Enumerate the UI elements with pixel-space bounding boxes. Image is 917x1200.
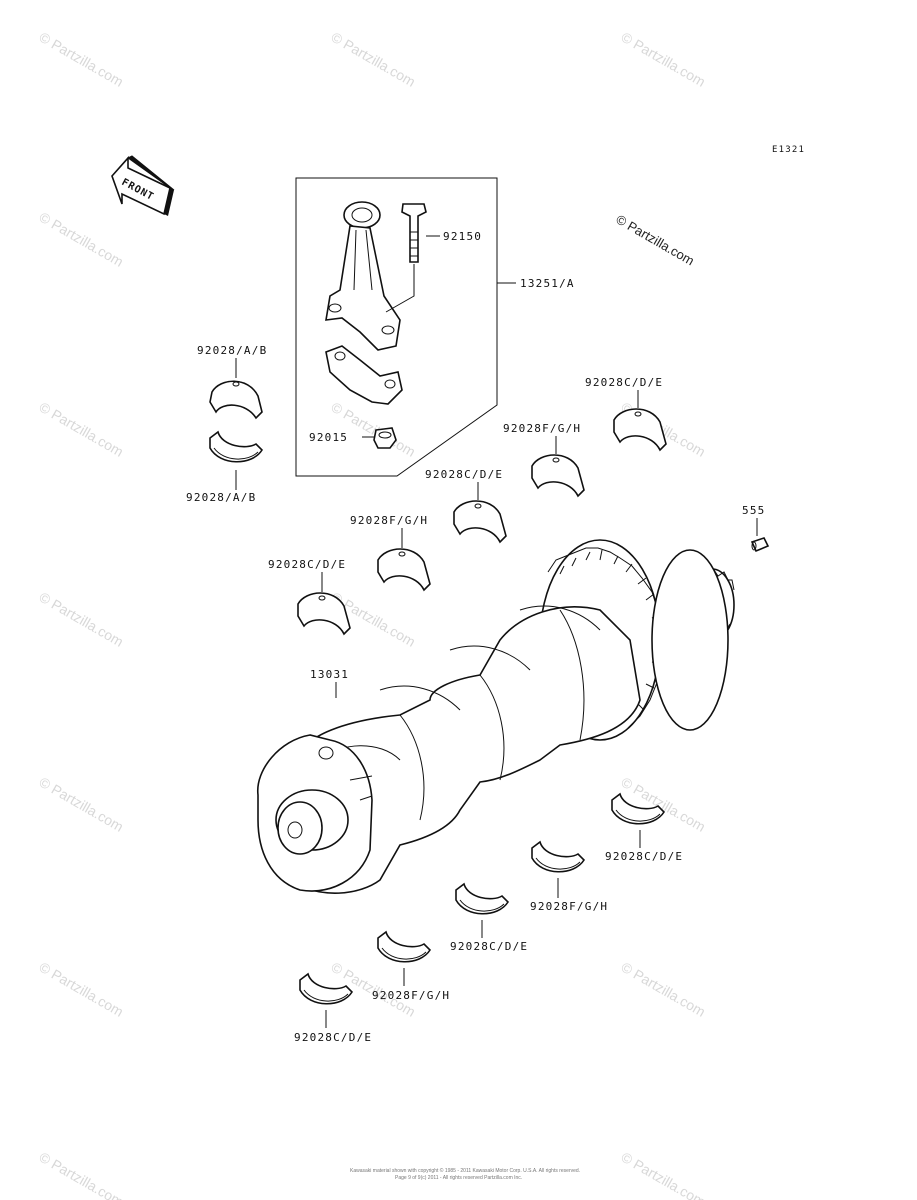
callout-crankshaft: 13031: [310, 668, 349, 681]
callout-main-cde-1: 92028C/D/E: [268, 558, 346, 571]
watermark: © Partzilla.com: [37, 209, 127, 270]
callout-main-fgh-2: 92028F/G/H: [503, 422, 581, 435]
front-arrow-icon: FRONT: [111, 155, 175, 216]
watermark: © Partzilla.com: [619, 29, 709, 90]
watermark: © Partzilla.com: [619, 774, 709, 835]
rod-bearing-lower-icon: [209, 430, 264, 463]
main-bearing-lower-icon: [455, 882, 510, 915]
callout-pin: 555: [742, 504, 765, 517]
main-bearing-upper-icon: [613, 408, 667, 452]
callout-main-fgh-1: 92028F/G/H: [350, 514, 428, 527]
main-bearing-upper-icon: [377, 548, 431, 592]
conrod-nut-icon: 92015: [309, 427, 397, 449]
conrod-bolt-icon: 92150: [385, 203, 482, 313]
diagram-code: E1321: [772, 145, 805, 155]
rod-bearing-upper-icon: [209, 380, 263, 420]
callout-bolt: 92150: [443, 230, 482, 243]
callout-lower-cde-2: 92028C/D/E: [450, 940, 528, 953]
watermark: © Partzilla.com: [329, 399, 419, 460]
crankshaft-icon: [257, 539, 735, 894]
callout-conrod-assy: 13251/A: [520, 277, 575, 290]
callout-rod-bearing-upper: 92028/A/B: [197, 344, 267, 357]
watermark: © Partzilla.com: [37, 774, 127, 835]
callout-lower-cde-3: 92028C/D/E: [294, 1031, 372, 1044]
conrod-assembly-box: 13251/A: [295, 177, 575, 477]
watermark: © Partzilla.com: [37, 1149, 127, 1200]
callout-lower-cde-1: 92028C/D/E: [605, 850, 683, 863]
main-bearing-lower-icon: [531, 840, 586, 873]
main-bearing-upper-icon: [531, 454, 585, 498]
copyright-line: Page 9 of 9(c) 2011 - All rights reserve…: [395, 1175, 522, 1181]
dowel-pin-icon: [750, 537, 770, 553]
callout-lower-fgh-1: 92028F/G/H: [530, 900, 608, 913]
watermark: © Partzilla.com: [37, 29, 127, 90]
watermark: © Partzilla.com: [37, 589, 127, 650]
watermark: © Partzilla.com: [329, 29, 419, 90]
callout-rod-bearing-lower: 92028/A/B: [186, 491, 256, 504]
watermark: © Partzilla.com: [37, 399, 127, 460]
main-bearing-lower-icon: [611, 792, 666, 825]
callout-lower-fgh-2: 92028F/G/H: [372, 989, 450, 1002]
watermark: © Partzilla.com: [619, 959, 709, 1020]
connecting-rod-icon: [325, 201, 401, 351]
callout-nut: 92015: [309, 431, 348, 444]
watermark-main: © Partzilla.com: [614, 212, 697, 269]
callout-main-cde-2: 92028C/D/E: [425, 468, 503, 481]
main-bearing-upper-icon: [453, 500, 507, 544]
main-bearing-lower-icon: [299, 972, 354, 1005]
watermark: © Partzilla.com: [37, 959, 127, 1020]
main-bearing-upper-icon: [297, 592, 351, 636]
rod-cap-icon: [325, 345, 403, 405]
main-bearing-lower-icon: [377, 930, 432, 963]
watermark: © Partzilla.com: [619, 1149, 709, 1200]
copyright-line: Kawasaki material shown with copyright ©…: [350, 1167, 580, 1174]
callout-main-cde-3: 92028C/D/E: [585, 376, 663, 389]
